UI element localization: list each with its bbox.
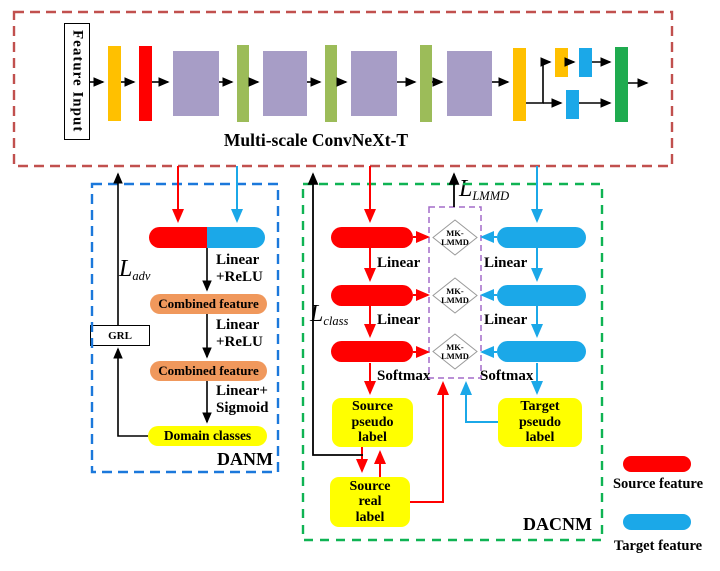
linear-sigmoid-label: Linear+ Sigmoid [216,383,269,416]
loss-adv-label: Ladv [119,256,150,284]
mk-lmmd-node-2: MK- LMMD [432,277,478,314]
loss-adv-main: L [119,256,133,282]
mk-lmmd-label-2: MK- LMMD [441,285,469,305]
branch-conv-bar-gold [555,48,568,77]
multiscale-conv-bar-gold [513,48,526,121]
source-pseudo-label-box: Source pseudo label [332,398,413,447]
source-feature-pill-1 [331,227,413,248]
linear-label-target-1: Linear [484,255,528,271]
backbone-title: Multi-scale ConvNeXt-T [223,130,409,150]
grl-box: GRL [90,325,150,346]
linear-relu-label-1: Linear +ReLU [216,252,263,285]
mk-lmmd-label-1: MK- LMMD [441,227,469,247]
combined-source-target-pill [149,227,265,248]
source-feature-pill-3 [331,341,413,362]
combined-feature-pill-1: Combined feature [150,294,267,314]
source-real-label-box: Source real label [330,477,410,527]
convnext-stage-block-2 [263,51,307,116]
legend-source-pill [623,456,691,472]
legend-target-pill [623,514,691,530]
domain-classes-pill: Domain classes [148,426,267,446]
convnext-stage-block-4 [447,51,492,116]
downsample-bar-3 [420,45,432,122]
convnext-stage-block-1 [173,51,219,116]
loss-class-label: Lclass [310,301,348,329]
downsample-bar-2 [325,45,337,122]
danm-module-label: DANM [217,449,273,469]
source-half [149,227,207,248]
loss-class-sub: class [323,314,349,329]
mk-lmmd-node-1: MK- LMMD [432,219,478,256]
linear-label-target-2: Linear [484,312,528,328]
target-feature-pill-2 [497,285,586,306]
feature-input-box: Feature Input [64,23,90,140]
loss-class-main: L [310,301,324,327]
fusion-bar-green [615,47,628,122]
combined-feature-pill-2: Combined feature [150,361,267,381]
downsample-bar-1 [237,45,249,122]
loss-lmmd-sub: LMMD [472,189,510,204]
loss-adv-sub: adv [132,269,151,284]
softmax-label-target: Softmax [480,368,534,384]
softmax-label-source: Softmax [377,368,431,384]
mk-lmmd-node-3: MK- LMMD [432,333,478,370]
linear-label-source-1: Linear [377,255,421,271]
target-feature-pill-3 [497,341,586,362]
target-feature-pill-1 [497,227,586,248]
loss-lmmd-main: L [459,176,473,202]
target-pseudo-label-box: Target pseudo label [498,398,582,447]
loss-lmmd-label: LLMMD [459,176,509,204]
linear-relu-label-2: Linear +ReLU [216,317,263,350]
stem-conv-bar-gold [108,46,121,121]
linear-label-source-2: Linear [377,312,421,328]
branch-feature-bar-blue-bottom [566,90,579,119]
legend-target-label: Target feature [613,538,703,554]
legend-source-label: Source feature [612,476,704,492]
target-half [207,227,265,248]
branch-feature-bar-blue-top [579,48,592,77]
convnext-stage-block-3 [351,51,397,116]
stem-conv-bar-red [139,46,152,121]
mk-lmmd-label-3: MK- LMMD [441,341,469,361]
dacnm-module-label: DACNM [523,514,592,534]
